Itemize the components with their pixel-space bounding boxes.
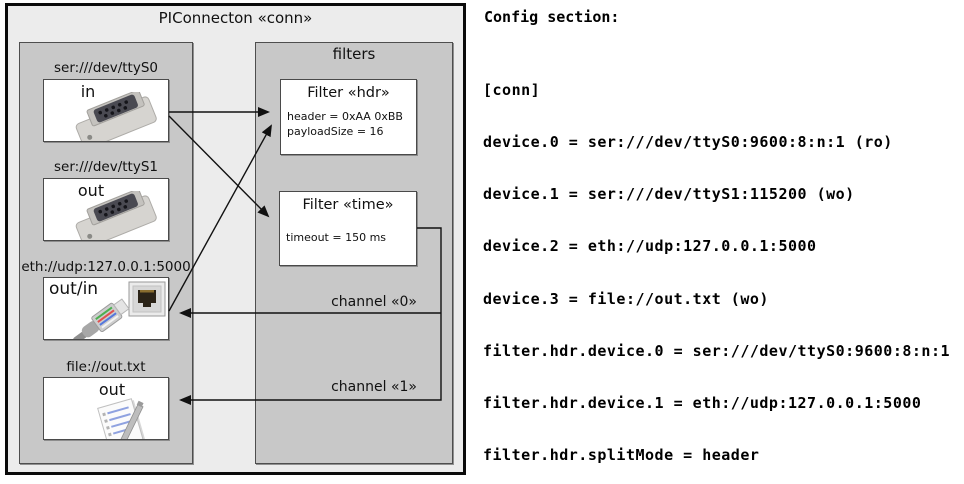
device-port-label: out xyxy=(98,380,126,399)
device-label-eth: eth://udp:127.0.0.1:5000 xyxy=(21,259,191,275)
pins xyxy=(98,199,128,217)
ethernet-cable-icon xyxy=(73,298,130,339)
device-node-ttys1: out xyxy=(43,178,169,241)
config-line: filter.hdr.device.0 = ser:///dev/ttyS0:9… xyxy=(483,341,951,360)
diagram-title: PIConnecton «conn» xyxy=(158,9,313,27)
config-line: [conn] xyxy=(483,80,541,99)
config-line: filter.hdr.splitMode = header xyxy=(483,446,760,465)
pins xyxy=(98,100,128,118)
filter-node-hdr: Filter «hdr» header = 0xAA 0xBB payloadS… xyxy=(280,79,417,155)
device-port-label: in xyxy=(80,82,96,101)
device-label-file: file://out.txt xyxy=(66,359,146,375)
filters-panel-label: filters xyxy=(332,45,376,63)
channel-1-label: channel «1» xyxy=(331,379,417,395)
device-label-ttys0: ser:///dev/ttyS0 xyxy=(54,60,158,76)
plug-tip xyxy=(113,298,130,316)
config-line: device.0 = ser:///dev/ttyS0:9600:8:n:1 (… xyxy=(483,133,893,152)
device-node-file: out xyxy=(43,377,169,440)
serial-connector-icon xyxy=(75,92,157,141)
device-node-eth: out/in xyxy=(43,277,169,340)
config-section: [conn] device.0 = ser:///dev/ttyS0:9600:… xyxy=(483,47,960,484)
device-port-label: out xyxy=(77,181,105,200)
config-section-heading: Config section: xyxy=(484,8,620,26)
config-line: device.1 = ser:///dev/ttyS1:115200 (wo) xyxy=(483,185,855,204)
rj45-opening xyxy=(138,290,156,307)
device-node-ttys0: in xyxy=(43,79,169,142)
pen xyxy=(119,400,144,439)
ethernet-jack-icon xyxy=(128,281,166,317)
notepad-icon xyxy=(97,398,146,439)
device-port-label: out/in xyxy=(49,279,99,299)
wires xyxy=(95,306,119,329)
filter-param: header = 0xAA 0xBB xyxy=(287,110,403,123)
boot xyxy=(81,321,100,338)
config-line: device.2 = eth://udp:127.0.0.1:5000 xyxy=(483,237,817,256)
screw xyxy=(87,233,93,239)
filter-params: header = 0xAA 0xBB payloadSize = 16 xyxy=(287,109,403,139)
filter-title: Filter «time» xyxy=(302,197,394,213)
filter-param: payloadSize = 16 xyxy=(287,125,384,138)
filter-param: timeout = 150 ms xyxy=(286,231,387,244)
channel-0-label: channel «0» xyxy=(331,294,417,310)
filter-params: timeout = 150 ms xyxy=(286,230,386,245)
serial-connector-icon xyxy=(75,191,157,240)
screw xyxy=(87,134,93,140)
config-line: filter.hdr.device.1 = eth://udp:127.0.0.… xyxy=(483,394,922,413)
filter-title: Filter «hdr» xyxy=(307,85,390,101)
device-label-ttys1: ser:///dev/ttyS1 xyxy=(54,159,158,175)
config-line: device.3 = file://out.txt (wo) xyxy=(483,289,769,308)
filter-node-time: Filter «time» timeout = 150 ms xyxy=(279,191,417,266)
rj45-contacts xyxy=(140,290,154,293)
